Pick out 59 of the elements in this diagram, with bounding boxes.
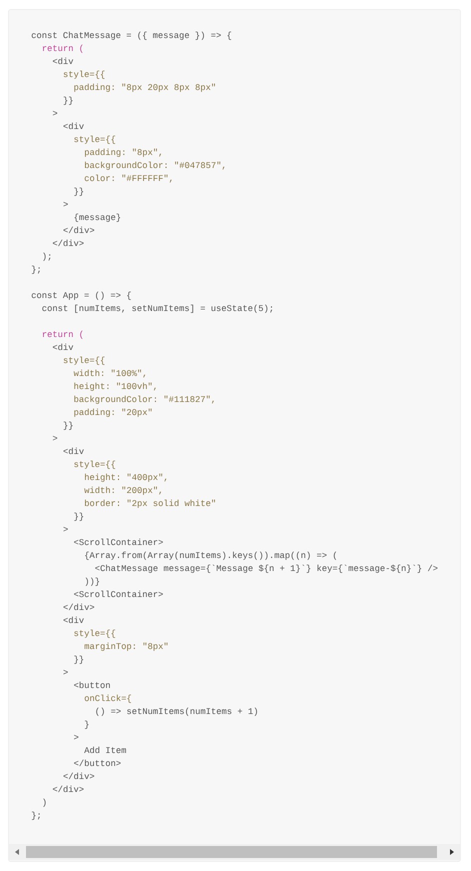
code-line: };: [32, 812, 40, 820]
code-line: return (: [42, 44, 83, 53]
code-line: style={{: [74, 460, 116, 469]
code-line: marginTop: "8px": [84, 642, 168, 651]
code-line: style={{: [64, 70, 105, 79]
code-line: </div>: [64, 772, 94, 780]
code-line: }}: [74, 512, 84, 521]
code-line: <button: [74, 682, 110, 688]
code-line: >: [74, 734, 78, 740]
code-line: const App = () => {: [32, 292, 131, 300]
code-line: backgroundColor: "#047857",: [84, 162, 224, 170]
code-line: }}: [64, 422, 73, 430]
code-line: }}: [74, 656, 84, 664]
code-line: >: [64, 202, 68, 206]
code-line: return (: [42, 330, 83, 339]
code-line: Add Item: [84, 746, 126, 754]
code-line: () => setNumItems(numItems + 1): [96, 708, 257, 716]
code-line: padding: "8px",: [84, 148, 162, 157]
code-line: >: [64, 526, 68, 532]
code-line: }}: [74, 188, 84, 196]
code-line: border: "2px solid white": [84, 500, 215, 508]
code-line: padding: "8px 20px 8px 8px": [74, 84, 215, 92]
code-line: >: [52, 436, 58, 440]
code-line: const [numItems, setNumItems] = useState(5);: [42, 304, 272, 313]
code-line: height: "400px",: [85, 474, 166, 482]
code-line: }: [84, 720, 88, 729]
code-line: color: "#FFFFFF",: [84, 174, 172, 183]
code-line: <div: [64, 616, 84, 624]
code-line: {message}: [74, 214, 120, 222]
code-line: <ScrollContainer>: [74, 538, 163, 546]
code-line: ))}: [86, 578, 100, 586]
code-line: onClick={: [84, 694, 131, 703]
code-line: padding: "20px": [74, 408, 152, 417]
code-line: </div>: [64, 604, 94, 610]
code-line: <div: [52, 344, 74, 350]
code-line: };: [32, 266, 40, 274]
code-line: <ChatMessage message={`Message ${n + 1}`} key={`message-${n}`} />: [95, 564, 438, 573]
code-line: </div>: [52, 786, 84, 792]
code-line: >: [52, 110, 58, 116]
code-line: <ScrollContainer>: [74, 590, 163, 598]
code-line: );: [43, 252, 50, 261]
code-line: <div: [52, 58, 74, 64]
code-line: width: "200px",: [84, 486, 162, 495]
code-line: width: "100%",: [74, 370, 146, 378]
code-line: height: "100vh",: [74, 382, 156, 391]
code-line: style={{: [74, 630, 116, 638]
code-line: style={{: [64, 356, 105, 365]
code-line: <div: [64, 448, 84, 454]
code-line: style={{: [74, 136, 116, 144]
code-line: </div>: [52, 240, 84, 246]
code-line: >: [64, 670, 68, 674]
code-line: </div>: [64, 226, 94, 234]
code-line: }}: [64, 96, 73, 105]
code-line: ): [43, 798, 46, 807]
code-line: {Array.from(Array(numItems).keys()).map((n) => (: [85, 552, 336, 560]
code-line: const ChatMessage = ({ message }) => {: [32, 32, 232, 40]
code-line: backgroundColor: "#111827",: [74, 396, 214, 404]
code-line: </button>: [74, 760, 121, 766]
code-line: <div: [64, 122, 84, 130]
